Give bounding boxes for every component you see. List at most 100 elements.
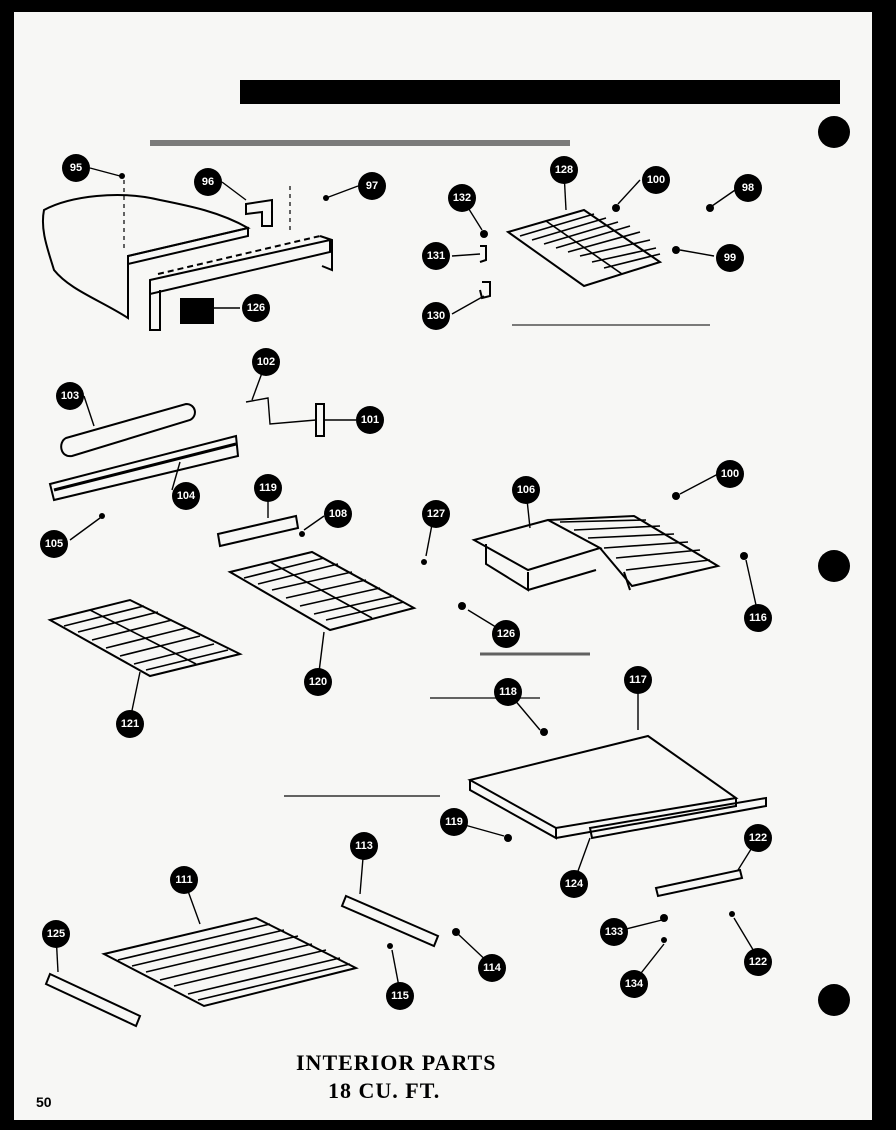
callout-number: 96 (202, 176, 214, 188)
callout-number: 122 (749, 832, 767, 844)
callout-115: 115 (386, 982, 414, 1010)
callout-number: 115 (391, 990, 409, 1002)
callout-number: 104 (177, 490, 196, 502)
callout-101: 101 (356, 406, 384, 434)
callout-116: 116 (744, 604, 772, 632)
callout-number: 120 (309, 676, 327, 688)
callout-number: 124 (565, 878, 584, 890)
callout-133: 133 (600, 918, 628, 946)
callout-97: 97 (358, 172, 386, 200)
callout-98: 98 (734, 174, 762, 202)
callout-number: 105 (45, 538, 63, 550)
callout-number: 127 (427, 508, 445, 520)
callout-number: 116 (749, 612, 767, 624)
callout-number: 126 (247, 302, 265, 314)
callout-126: 126 (242, 294, 270, 322)
header-shadow-line (150, 140, 570, 146)
part-rail-125 (44, 972, 142, 1028)
callout-number: 119 (445, 816, 463, 828)
callout-95: 95 (62, 154, 90, 182)
callout-number: 118 (499, 686, 517, 698)
callout-119: 119 (440, 808, 468, 836)
part-cover-117 (467, 734, 739, 840)
callout-122: 122 (744, 824, 772, 852)
callout-127: 127 (422, 500, 450, 528)
part-shelf-assembly-106 (471, 514, 721, 592)
callout-number: 122 (749, 956, 767, 968)
paper-background (14, 12, 872, 1120)
part-shelf-121 (47, 598, 243, 678)
callout-number: 100 (721, 468, 739, 480)
part-tube-103 (60, 402, 196, 458)
punch-hole-middle (818, 550, 850, 582)
callout-number: 121 (121, 718, 139, 730)
callout-108: 108 (324, 500, 352, 528)
callout-number: 102 (257, 356, 275, 368)
part-strip-124 (588, 796, 767, 840)
callout-132: 132 (448, 184, 476, 212)
callout-122: 122 (744, 948, 772, 976)
callout-number: 130 (427, 310, 445, 322)
callout-125: 125 (42, 920, 70, 948)
callout-number: 132 (453, 192, 471, 204)
callout-number: 126 (497, 628, 515, 640)
callout-121: 121 (116, 710, 144, 738)
callout-128: 128 (550, 156, 578, 184)
callout-114: 114 (478, 954, 506, 982)
callout-number: 98 (742, 182, 754, 194)
callout-120: 120 (304, 668, 332, 696)
punch-hole-top (818, 116, 850, 148)
callout-113: 113 (350, 832, 378, 860)
part-shelf-120 (227, 550, 417, 632)
part-rail-113 (340, 894, 440, 948)
part-bracket-96 (245, 186, 291, 230)
callout-102: 102 (252, 348, 280, 376)
callout-126: 126 (492, 620, 520, 648)
callout-134: 134 (620, 970, 648, 998)
part-shelf-111 (101, 916, 359, 1008)
callout-number: 113 (355, 840, 373, 852)
callout-104: 104 (172, 482, 200, 510)
callout-labels: 95 96 97 132 128 100 98 131 99 130 126 103 102 101 104… (40, 154, 772, 1010)
diagram-title: INTERIOR PARTS (296, 1050, 497, 1075)
part-rail-122 (654, 868, 744, 898)
callout-124: 124 (560, 870, 588, 898)
part-bar-104 (48, 434, 240, 502)
callout-130: 130 (422, 302, 450, 330)
callout-number: 106 (517, 484, 535, 496)
callout-number: 114 (483, 962, 502, 974)
callout-number: 128 (555, 164, 573, 176)
cabinet-cutaway (42, 180, 251, 320)
callout-117: 117 (624, 666, 652, 694)
page-number: 50 (36, 1094, 52, 1110)
part-rail-119 (216, 514, 300, 548)
callout-118: 118 (494, 678, 522, 706)
callout-96: 96 (194, 168, 222, 196)
part-shelf-128 (505, 208, 663, 288)
callout-105: 105 (40, 530, 68, 558)
callout-number: 133 (605, 926, 623, 938)
part-rail-126 (149, 235, 333, 331)
punch-hole-bottom (818, 984, 850, 1016)
callout-number: 119 (259, 482, 277, 494)
callout-119: 119 (254, 474, 282, 502)
callout-number: 125 (47, 928, 65, 940)
callout-number: 97 (366, 180, 378, 192)
callout-number: 103 (61, 390, 79, 402)
diagram-subtitle: 18 CU. FT. (328, 1078, 441, 1103)
header-band (240, 80, 840, 104)
callout-100: 100 (642, 166, 670, 194)
callout-number: 111 (175, 874, 192, 886)
callout-number: 134 (625, 978, 644, 990)
callout-131: 131 (422, 242, 450, 270)
callout-number: 131 (427, 250, 445, 262)
part-bracket-101 (245, 397, 325, 437)
callout-99: 99 (716, 244, 744, 272)
callout-number: 108 (329, 508, 347, 520)
callout-103: 103 (56, 382, 84, 410)
callout-number: 117 (629, 674, 647, 686)
callout-number: 100 (647, 174, 665, 186)
callout-number: 95 (70, 162, 82, 174)
